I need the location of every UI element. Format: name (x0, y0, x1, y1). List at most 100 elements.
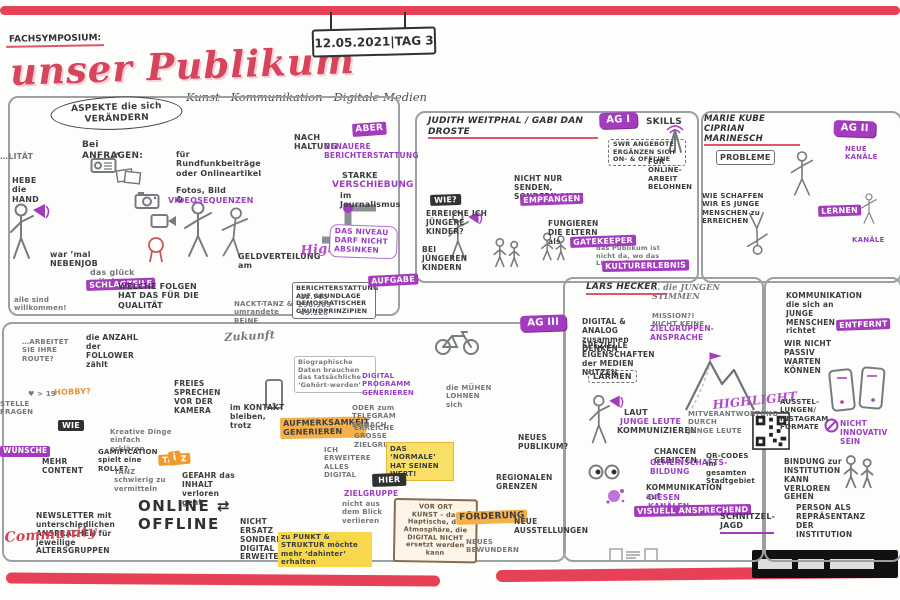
pair-sketch (486, 236, 528, 268)
note-niveau: DAS NIVEAU DARF NICHT ABSINKEN (328, 224, 398, 259)
ag1-wie: WIE? (430, 193, 462, 207)
date-box: 12.05.2021|TAG 3 (311, 26, 437, 58)
figure-mega-sketch (4, 200, 50, 262)
note-journalismus: im Journalismus (340, 191, 401, 210)
bl-follower: die ANZAHL der FOLLOWER zählt (86, 333, 139, 369)
right-innovativ: NICHT INNOVATIV SEIN (840, 419, 888, 446)
bl-regional: REGIONALEN GRENZEN (496, 473, 553, 491)
bl-gamification: GAMIFICATION spielt eine ROLLE? (98, 448, 158, 473)
bl-hier: HIER (372, 472, 407, 488)
note-rundfunk: für Rundfunkbeiträge oder Onlineartikel (176, 150, 262, 178)
date-box-connector (330, 12, 332, 29)
bl-erweitere: ICH ERWEITERE ALLES DIGITAL (324, 446, 371, 479)
ag3-gemeinschaft: GEMEINSCHAFTS-BILDUNG (650, 458, 728, 476)
note-litaet: …LITÄT (0, 152, 34, 161)
bl-online-offline: ONLINE ⇄ OFFLINE (138, 497, 232, 533)
partner-logo (830, 559, 874, 569)
ag1-kulturerlebnis: KULTURERLEBNIS (602, 259, 690, 273)
phone-sketch (264, 378, 284, 410)
bl-kreative: Kreative Dinge einfach erklären (110, 428, 172, 453)
bl-grosse-zg: ERREICHE GROSSE ZIELGRUPPE (354, 424, 405, 449)
logos-sketch (608, 546, 660, 564)
no-sketch (824, 418, 839, 433)
bl-telegram: ODER zum TELEGRAM DANACH (352, 404, 396, 429)
ag3-badge: AG III (520, 314, 567, 332)
right-person: PERSON ALS REPRÄSENTANZ DER INSTITUTION (796, 503, 866, 539)
ag3-stimmen: … die JUNGEN STIMMEN (652, 282, 721, 302)
ag1-swr: SWR ANGEBOTE ERGÄNZEN SICH ON- & OFFLINE (608, 139, 686, 166)
ag1-eltern: FUNGIEREN DIE ELTERN als (548, 219, 599, 246)
ag1-skills: SKILLS (646, 117, 682, 127)
note-num3: 49.126 (300, 309, 329, 317)
note-welche-folgen: WELCHE FOLGEN HAT DAS FÜR DIE QUALITÄT (118, 282, 199, 310)
figure-mega-sketch (444, 206, 483, 264)
ag3-laut: LAUT (624, 408, 648, 417)
note-nebenjob: war ’mal NEBENJOB (50, 250, 98, 269)
splat-sketch (604, 486, 626, 506)
antenna-sketch (662, 122, 688, 154)
phones-sketch (826, 362, 890, 418)
ag3-kommunizieren: KOMMUNIZIEREN (617, 426, 697, 435)
videocam-sketch (150, 212, 178, 230)
eyes-sketch (588, 464, 620, 480)
bl-wuensche: WÜNSCHE (0, 446, 51, 457)
ag2-speakers: MARIE KUBE CIPRIAN MARINESCH (704, 114, 800, 147)
bl-biographisch: Biographische Daten brauchen das tatsäch… (294, 356, 376, 393)
figure-sketch (178, 200, 218, 260)
ag2-probleme: PROBLEME (716, 150, 775, 166)
right-bindung: BINDUNG zur INSTITUTION KANN VERLOREN GE… (784, 457, 842, 502)
camera-sketch (134, 190, 160, 210)
red-marker-top (0, 6, 900, 15)
ag3-digital-analog: DIGITAL & ANALOG zusammen DENKEN (582, 317, 629, 353)
date-box-connector (404, 12, 406, 29)
bl-bewundern: NEUES BEWUNDERN (466, 538, 520, 555)
figure-sketch (858, 188, 880, 230)
ag2-badge: AG II (833, 120, 876, 138)
note-genauere: GENAUERE BERICHTERSTATTUNG (324, 142, 419, 160)
ag1-speakers: JUDITH WEITPHAL / GABI DAN DROSTE (428, 116, 598, 140)
figure-sketch (213, 202, 255, 263)
panel-aspekte (8, 96, 400, 316)
bl-route: …ARBEITET SIE IHRE ROUTE? (22, 338, 69, 363)
note-aufgabe: AUFGABE (368, 273, 419, 288)
bl-nicht-ersatz: NICHT ERSATZ SONDERN DIGITAL ERWEITERT (240, 517, 290, 562)
ag3-mission: MISSION?! NICHT KEINE (652, 312, 705, 329)
note-starke: STARKE (342, 171, 378, 180)
photos-sketch (115, 166, 142, 186)
radio-sketch (90, 152, 120, 174)
bl-muehen: die MÜHEN LOHNEN sich (446, 384, 492, 409)
figure-sketch (786, 146, 818, 202)
note-grundprinzipien: BERICHTERSTATTUNG AUF GRUNDLAGE DEMOKRAT… (292, 282, 378, 319)
pair-sketch (840, 448, 878, 494)
bl-zukunft: Zukunft (223, 328, 276, 344)
bl-newsletter: NEWSLETTER mit unterschiedlichen ANSPRAC… (36, 511, 116, 556)
ag3-zielgruppen: ZIELGRUPPEN-ANSPRACHE (650, 324, 715, 342)
ag1-badge: AG I (599, 111, 638, 129)
note-nach-haltung: NACH HALTUNG (294, 133, 338, 152)
ag3-eigenschaften: SPEZIELLE EIGENSCHAFTEN der MEDIEN NUTZE… (582, 341, 655, 377)
ag1-belohnen: FÜR ONLINE-ARBEIT BELOHNEN (648, 158, 693, 191)
symposium-label: FACHSYMPOSIUM: (5, 32, 105, 48)
ag3-laermen: LÄRMEN (588, 370, 637, 384)
bl-blick: nicht aus dem Blick verlieren (342, 500, 383, 525)
note-verschiebung: VERSCHIEBUNG (332, 180, 414, 190)
bl-wie: WIE (58, 420, 84, 432)
ag3-speaker: LARS HECKER (586, 282, 666, 295)
ag2-neue-kanaele: NEUE KANÄLE (845, 145, 878, 162)
ag3-chancen: CHANCEN GEBIETEN (654, 447, 698, 465)
ag3-junge-leute: JUNGE LEUTE (620, 417, 682, 426)
bl-tanz: TANZ schwierig zu vermitteln (114, 468, 166, 493)
note-num1: 28.705 (300, 293, 329, 301)
ag3-mitverantwortung: MITVERANTWORTUNG DURCH JUNGE LEUTE (688, 410, 778, 435)
ag1-juengere: BEI JÜNGEREN KINDERN (422, 245, 468, 272)
partner-logo (798, 559, 824, 569)
right-kommunikation: KOMMUNIKATION die sich an JUNGE MENSCHEN… (786, 291, 863, 336)
ag2-kanaele2: KANÄLE (852, 236, 885, 244)
note-num2: 296.965 (298, 301, 332, 309)
bl-gefahr: GEFAHR das INHALT verloren geht (182, 471, 235, 507)
bl-info-icon: i (168, 450, 182, 466)
panel-ag1 (415, 111, 699, 283)
bike-sketch (434, 326, 480, 356)
note-aber: ABER (352, 121, 387, 137)
